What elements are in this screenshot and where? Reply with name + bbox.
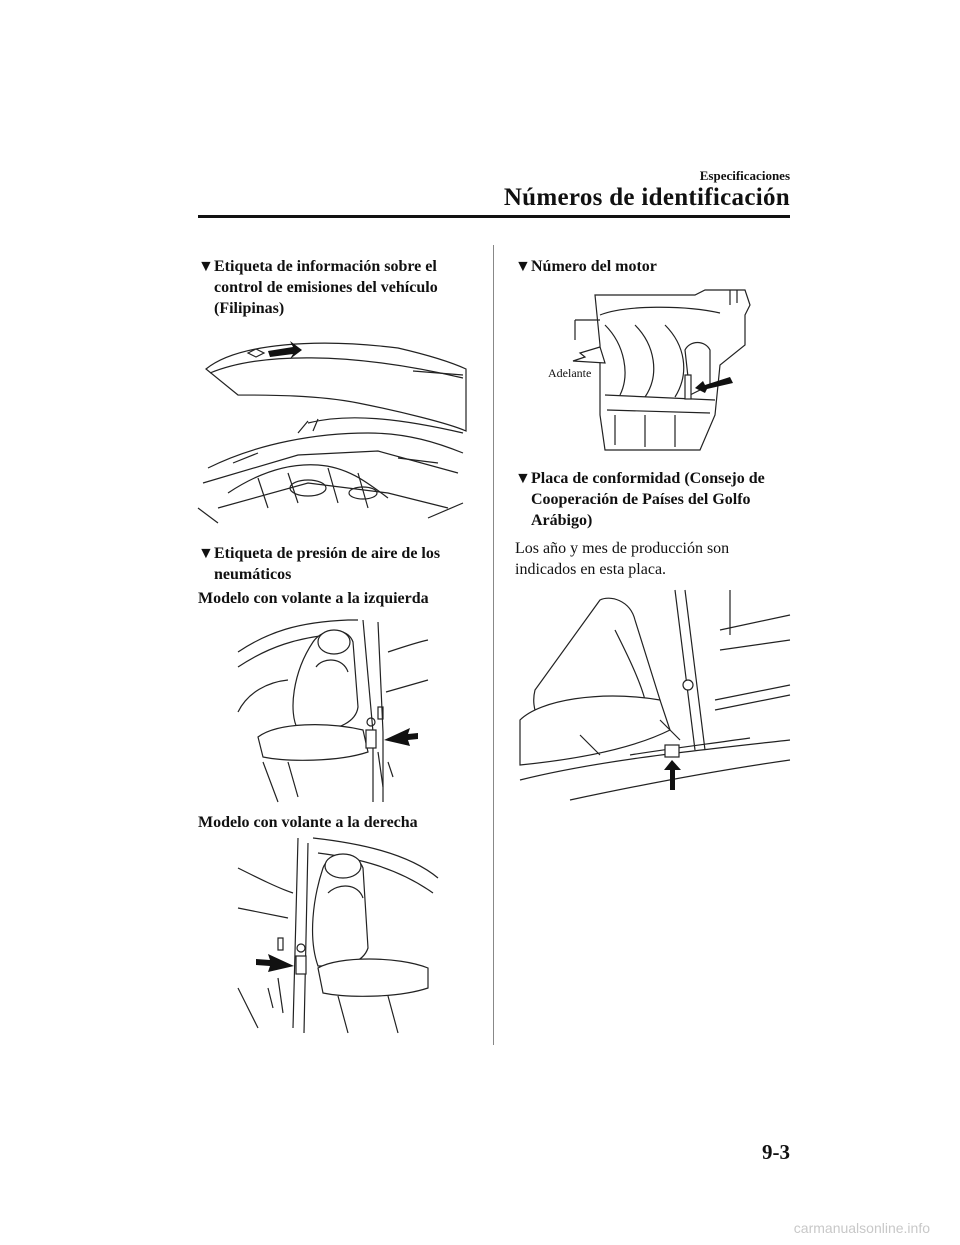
triangle-marker-icon: ▼ [198, 258, 214, 275]
page-title: Números de identificación [503, 184, 790, 211]
triangle-marker-icon: ▼ [198, 545, 214, 562]
engine-front-label: Adelante [548, 366, 592, 380]
heading-engine-number: ▼Número del motor [515, 258, 657, 275]
conformity-plate-description: Los año y mes de producción son indicado… [515, 540, 730, 578]
lhd-door-pillar-illustration [237, 619, 429, 803]
heading-conformity-plate: ▼Placa de conformidad (Consejo de Cooper… [515, 470, 765, 529]
heading-emission-label: ▼Etiqueta de información sobre el contro… [198, 258, 438, 317]
engine-illustration [572, 289, 751, 451]
heading-tire-pressure: ▼Etiqueta de presión de aire de los neum… [198, 545, 441, 583]
column-divider [493, 245, 494, 1045]
triangle-marker-icon: ▼ [515, 258, 531, 275]
rhd-door-pillar-illustration [237, 837, 439, 1034]
site-watermark: carmanualsonline.info [793, 1220, 930, 1236]
triangle-marker-icon: ▼ [515, 470, 531, 487]
lhd-model-label: Modelo con volante a la izquierda [198, 590, 429, 607]
header-rule [198, 215, 790, 218]
section-label: Especificaciones [699, 168, 790, 183]
rhd-model-label: Modelo con volante a la derecha [198, 814, 418, 831]
hood-open-illustration [197, 341, 467, 524]
door-sill-plate-illustration [519, 589, 791, 801]
page-number: 9-3 [762, 1140, 790, 1164]
